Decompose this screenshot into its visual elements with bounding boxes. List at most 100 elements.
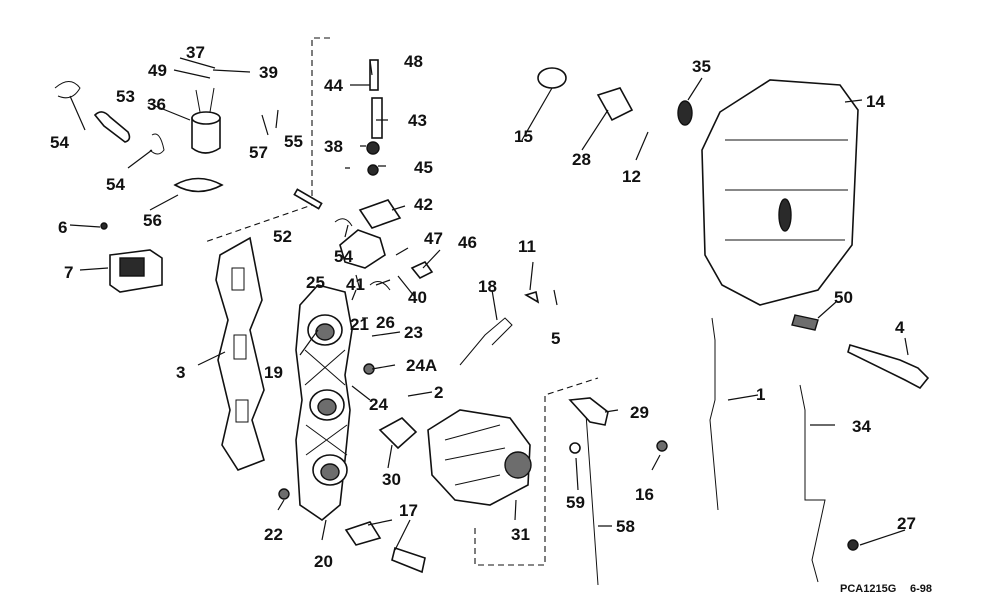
pump-ring xyxy=(334,218,353,227)
gasket-flange xyxy=(537,67,567,89)
callout-38: 38 xyxy=(324,137,343,156)
carburetor xyxy=(427,409,532,506)
callout-5: 5 xyxy=(551,329,560,348)
callout-7: 7 xyxy=(64,263,73,282)
intake-gasket xyxy=(215,236,265,471)
carburetor-group-frame xyxy=(474,377,599,566)
intake-manifold xyxy=(295,284,353,522)
hose-pair xyxy=(344,521,426,574)
link-rod xyxy=(709,317,719,511)
plug xyxy=(847,539,859,551)
callout-3: 3 xyxy=(176,363,185,382)
bracket-29 xyxy=(568,397,609,426)
hose-clamp xyxy=(54,81,81,99)
fitting xyxy=(410,260,434,280)
mounting-bracket xyxy=(109,249,163,293)
callout-27: 27 xyxy=(897,514,916,533)
callout-15: 15 xyxy=(514,127,533,146)
check-valve xyxy=(366,141,380,155)
callout-17: 17 xyxy=(399,501,418,520)
leader-lines xyxy=(69,57,909,551)
callout-54a: 54 xyxy=(50,133,69,152)
callout-54c: 54 xyxy=(334,247,353,266)
callout-50: 50 xyxy=(834,288,853,307)
callout-19: 19 xyxy=(264,363,283,382)
callout-16: 16 xyxy=(635,485,654,504)
screw xyxy=(100,222,108,230)
cap xyxy=(278,488,290,500)
callout-1: 1 xyxy=(756,385,765,404)
hose-clamp-2 xyxy=(149,133,165,155)
diaphragm xyxy=(358,199,402,229)
link-rod-3 xyxy=(584,399,599,586)
callout-55: 55 xyxy=(284,132,303,151)
callout-12: 12 xyxy=(622,167,641,186)
silencer-cover xyxy=(701,79,859,306)
carb-gasket xyxy=(378,417,418,450)
valve-seat xyxy=(367,164,379,176)
fuel-pump-group-frame xyxy=(204,37,330,243)
fuel-filter xyxy=(191,87,221,154)
callout-39: 39 xyxy=(259,63,278,82)
callout-14: 14 xyxy=(866,92,885,111)
callout-46: 46 xyxy=(458,233,477,252)
callout-26: 26 xyxy=(376,313,395,332)
link-rod-2 xyxy=(799,384,826,583)
diagram-date: 6-98 xyxy=(910,583,932,595)
callout-4: 4 xyxy=(895,318,905,337)
callout-40: 40 xyxy=(408,288,427,307)
seal-ring xyxy=(677,100,693,126)
retainer xyxy=(569,442,581,454)
callout-57: 57 xyxy=(249,143,268,162)
nut xyxy=(656,440,668,452)
idle-screw xyxy=(847,344,930,390)
callout-18: 18 xyxy=(478,277,497,296)
callout-54b: 54 xyxy=(106,175,125,194)
callout-21: 21 xyxy=(350,315,369,334)
callout-labels: 1 2 3 4 5 6 7 11 12 14 15 16 17 18 19 20… xyxy=(50,43,916,571)
throttle-link xyxy=(459,317,513,366)
callout-24A: 24A xyxy=(406,356,437,375)
callout-34: 34 xyxy=(852,417,871,436)
callout-41: 41 xyxy=(346,275,365,294)
callout-49: 49 xyxy=(148,61,167,80)
spring xyxy=(791,314,819,331)
callout-58: 58 xyxy=(616,517,635,536)
callout-2: 2 xyxy=(434,383,443,402)
callout-25: 25 xyxy=(306,273,325,292)
callout-42: 42 xyxy=(414,195,433,214)
hose-short xyxy=(293,188,323,210)
callout-48: 48 xyxy=(404,52,423,71)
callout-23: 23 xyxy=(404,323,423,342)
callout-20: 20 xyxy=(314,552,333,571)
callout-36: 36 xyxy=(147,95,166,114)
diagram-code: PCA1215G xyxy=(840,583,896,595)
callout-24: 24 xyxy=(369,395,388,414)
callout-47: 47 xyxy=(424,229,443,248)
callout-43: 43 xyxy=(408,111,427,130)
pump-tube-2 xyxy=(371,97,383,139)
callout-35: 35 xyxy=(692,57,711,76)
callout-56: 56 xyxy=(143,211,162,230)
callout-31: 31 xyxy=(511,525,530,544)
callout-37: 37 xyxy=(186,43,205,62)
fitting-11 xyxy=(524,290,540,304)
callout-28: 28 xyxy=(572,150,591,169)
filter-bracket xyxy=(173,177,224,193)
fuel-hose xyxy=(93,111,131,143)
callout-29: 29 xyxy=(630,403,649,422)
callout-30: 30 xyxy=(382,470,401,489)
callout-45: 45 xyxy=(414,158,433,177)
callout-52: 52 xyxy=(273,227,292,246)
pump-tube xyxy=(369,59,379,91)
spring-clip xyxy=(369,280,391,291)
air-horn xyxy=(596,87,634,122)
callout-44: 44 xyxy=(324,76,343,95)
callout-53: 53 xyxy=(116,87,135,106)
callout-22: 22 xyxy=(264,525,283,544)
fuel-pump xyxy=(339,229,386,269)
callout-11: 11 xyxy=(518,237,536,256)
callout-59: 59 xyxy=(566,493,585,512)
callout-6: 6 xyxy=(58,218,67,237)
